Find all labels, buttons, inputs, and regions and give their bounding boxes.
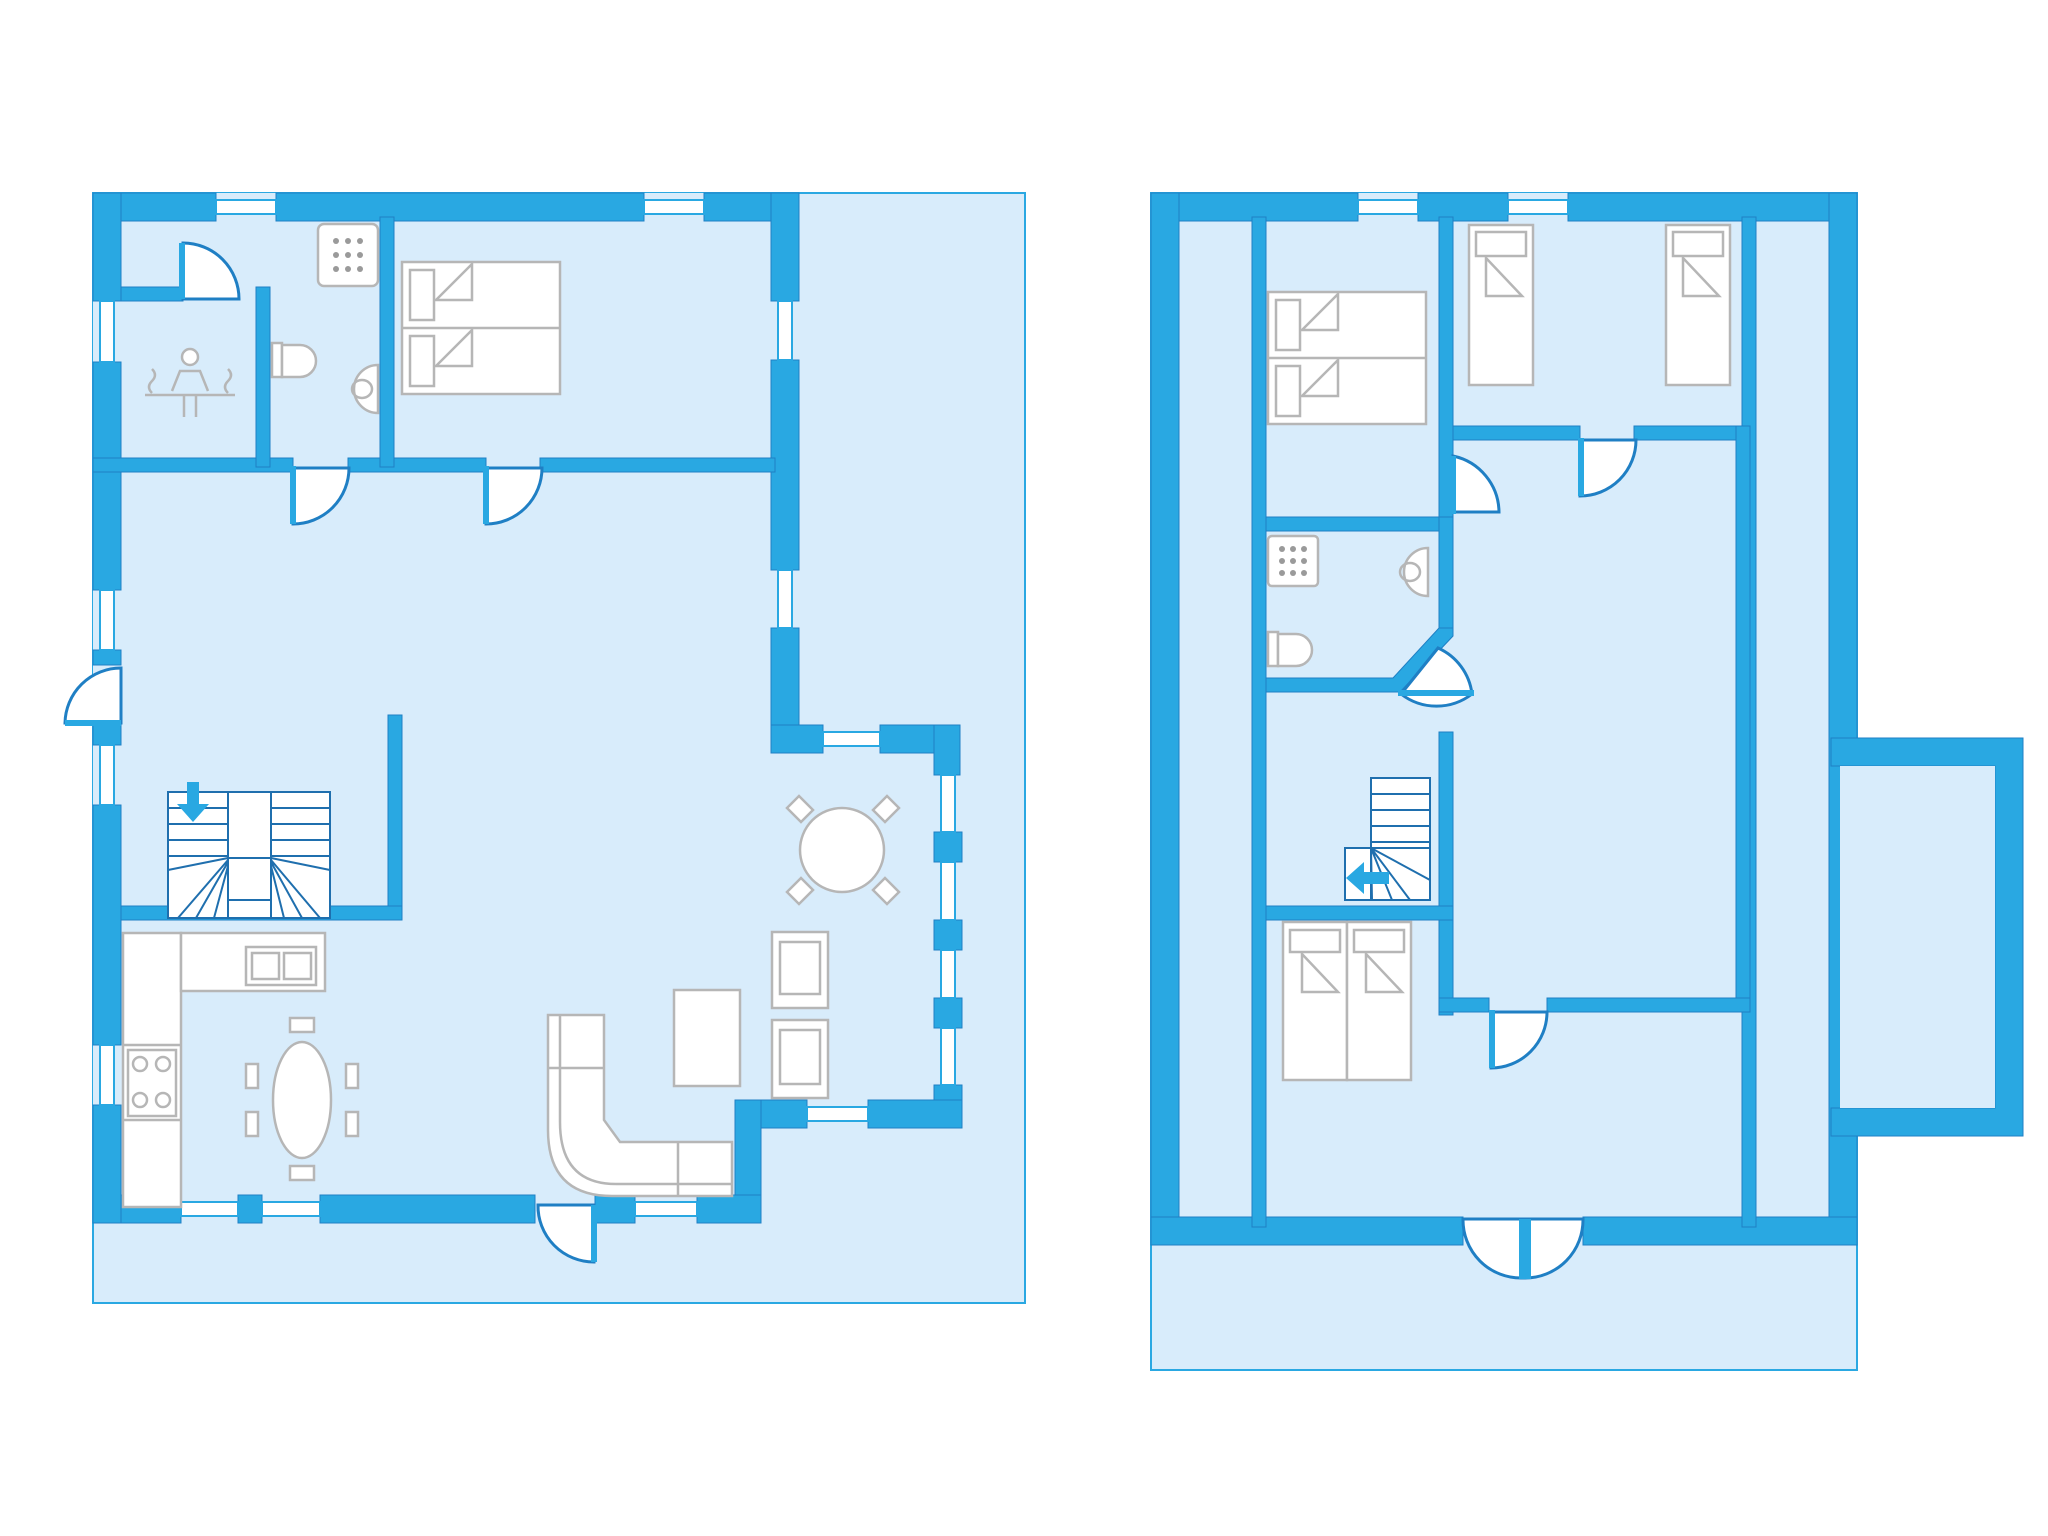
- stair-direction-icon: [1346, 862, 1389, 894]
- coffee-table-icon: [672, 988, 742, 1088]
- door-icon: [290, 466, 351, 526]
- double-bed-icon: [400, 260, 562, 396]
- washbasin-icon: [350, 363, 380, 415]
- door-icon: [1450, 454, 1501, 514]
- single-bed-icon: [1467, 223, 1535, 387]
- door-icon: [1578, 438, 1638, 498]
- staircase-icon: [167, 782, 331, 919]
- armchair-icon: [770, 1018, 830, 1100]
- stove-icon: [126, 1048, 178, 1118]
- window-icon: [940, 949, 956, 999]
- upper-floor: [1150, 192, 2024, 1371]
- toilet-icon: [270, 341, 318, 379]
- window-icon: [777, 300, 793, 361]
- armchair-icon: [770, 930, 830, 1010]
- window-icon: [99, 300, 115, 363]
- window-icon: [643, 199, 705, 215]
- window-icon: [1507, 199, 1569, 215]
- window-icon: [99, 1044, 115, 1106]
- side-balcony: [1840, 766, 1995, 1108]
- toilet-icon: [1266, 630, 1314, 668]
- upper-floor-windows: [1357, 199, 1569, 215]
- single-bed-icon: [1664, 223, 1732, 387]
- window-icon: [180, 1201, 239, 1217]
- staircase-icon: [1344, 777, 1431, 901]
- sofa-icon: [546, 1013, 734, 1198]
- window-icon: [1357, 199, 1419, 215]
- double-bed-icon: [1281, 920, 1413, 1082]
- door-icon: [1461, 1217, 1585, 1280]
- window-icon: [806, 1106, 869, 1122]
- window-icon: [99, 744, 115, 806]
- shower-icon: [316, 222, 380, 288]
- dining-table-icon: [244, 1016, 360, 1182]
- window-icon: [940, 774, 956, 833]
- ground-floor-doors: [63, 241, 597, 1264]
- window-icon: [215, 199, 277, 215]
- door-icon: [483, 466, 544, 526]
- window-icon: [634, 1201, 698, 1217]
- window-icon: [940, 1027, 956, 1086]
- double-bed-icon: [1266, 290, 1428, 426]
- ground-floor: [63, 192, 1026, 1304]
- upper-floor-doors: [1398, 438, 1638, 1280]
- window-icon: [940, 861, 956, 921]
- door-icon: [1398, 646, 1474, 708]
- door-icon: [179, 241, 241, 301]
- window-icon: [261, 1201, 321, 1217]
- sauna-icon: [145, 347, 235, 417]
- window-icon: [822, 731, 881, 747]
- stair-direction-icon: [177, 782, 209, 822]
- shower-icon: [1266, 534, 1320, 588]
- round-table-icon: [785, 794, 901, 906]
- washbasin-icon: [1398, 546, 1430, 598]
- door-icon: [63, 666, 123, 726]
- window-icon: [99, 589, 115, 651]
- door-icon: [536, 1203, 597, 1264]
- ground-floor-windows: [99, 199, 956, 1217]
- door-icon: [1489, 1010, 1549, 1070]
- upper-floor-walls: [1150, 192, 2024, 1246]
- sink-icon: [244, 945, 318, 987]
- window-icon: [777, 569, 793, 629]
- ground-floor-walls: [92, 192, 963, 1224]
